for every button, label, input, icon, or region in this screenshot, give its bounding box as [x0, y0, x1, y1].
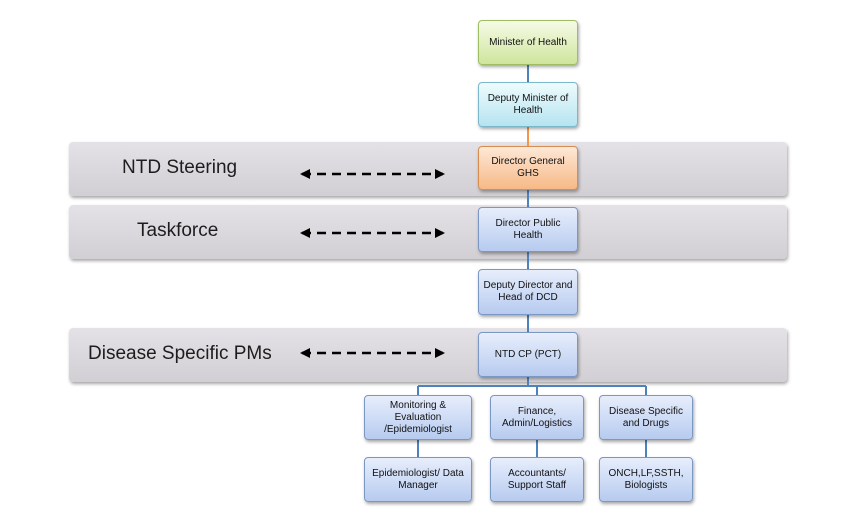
disease-specific-drugs-box: Disease Specific and Drugs — [599, 395, 693, 440]
finance-admin-box: Finance, Admin/Logistics — [490, 395, 584, 440]
taskforce-label: Taskforce — [137, 220, 219, 241]
monitoring-evaluation-box: Monitoring & Evaluation /Epidemiologist — [364, 395, 472, 440]
director-public-health-box: Director Public Health — [478, 207, 578, 252]
ntd-cp-box: NTD CP (PCT) — [478, 332, 578, 377]
disease-specific-pms-label: Disease Specific PMs — [88, 343, 272, 364]
accountants-box: Accountants/ Support Staff — [490, 457, 584, 502]
director-general-box: Director General GHS — [478, 146, 578, 190]
epidemiologist-box: Epidemiologist/ Data Manager — [364, 457, 472, 502]
minister-of-health-box: Minister of Health — [478, 20, 578, 65]
ntd-steering-label: NTD Steering — [122, 157, 238, 178]
biologists-box: ONCH,LF,SSTH, Biologists — [599, 457, 693, 502]
deputy-minister-box: Deputy Minister of Health — [478, 82, 578, 127]
deputy-director-box: Deputy Director and Head of DCD — [478, 269, 578, 315]
